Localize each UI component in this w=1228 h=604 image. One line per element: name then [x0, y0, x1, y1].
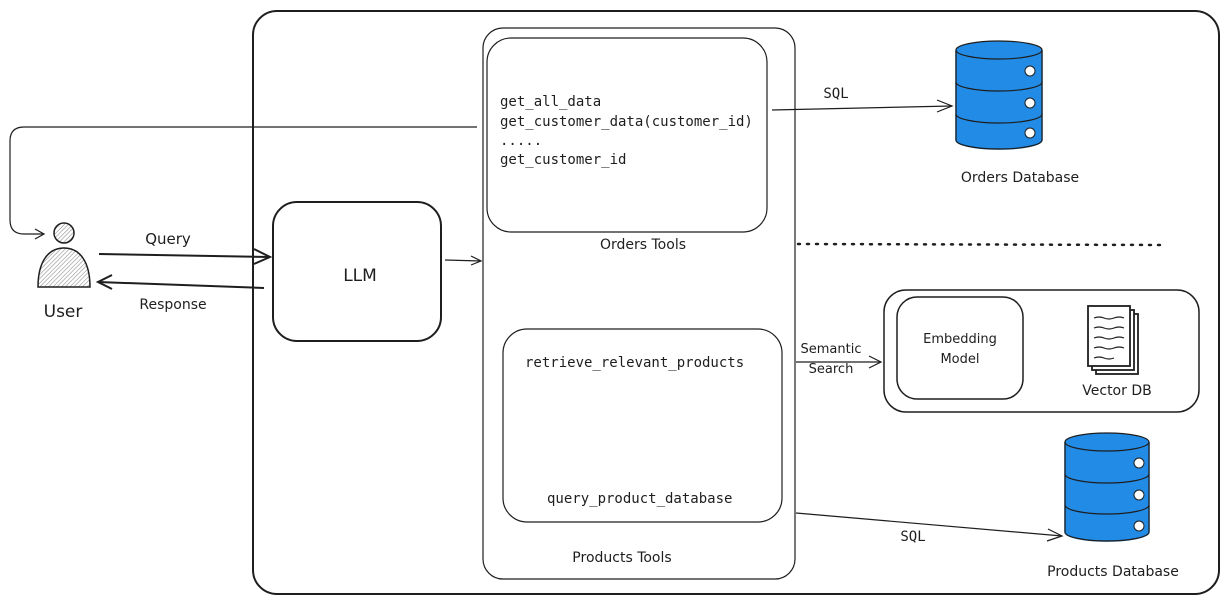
llm-box — [272, 201, 442, 342]
orders-tools-label: Orders Tools — [600, 237, 686, 253]
products-sql-label: SQL — [900, 529, 925, 545]
orders-database-label: Orders Database — [961, 170, 1079, 186]
user-icon — [37, 222, 91, 288]
query-label: Query — [145, 230, 191, 248]
orders-tools-function: ..... — [500, 133, 542, 149]
vector-db-label: Vector DB — [1082, 383, 1151, 399]
orders-tools-box — [486, 37, 768, 233]
llm-to-tools-arrow — [444, 255, 483, 266]
products-tools-box — [502, 328, 783, 523]
vector-store-container — [883, 289, 1200, 413]
separator-dotted-line — [796, 242, 1168, 247]
llm-label: LLM — [343, 266, 377, 286]
database-icon — [1064, 432, 1150, 542]
query-arrow — [98, 248, 273, 265]
orders-tools-function: get_customer_id — [500, 152, 626, 168]
products-tools-label: Products Tools — [572, 550, 671, 566]
tools-container — [482, 27, 796, 580]
document-stack-icon — [1087, 305, 1139, 375]
semantic-search-label: Semantic — [801, 342, 862, 357]
orders-tools-function: get_all_data — [500, 94, 601, 110]
user-label: User — [44, 302, 83, 322]
orders-sql-arrow — [771, 99, 954, 113]
response-arrow — [95, 274, 265, 290]
embedding-model-label: Model — [940, 352, 979, 367]
embedding-model-label: Embedding — [923, 332, 997, 347]
semantic-search-label: Search — [809, 362, 854, 377]
database-icon — [955, 40, 1043, 150]
products-database-label: Products Database — [1047, 564, 1179, 580]
orders-tools-function: get_customer_data(customer_id) — [500, 114, 753, 130]
semantic-search-arrow — [796, 355, 883, 369]
embedding-model-box — [896, 296, 1024, 400]
products-tools-function: retrieve_relevant_products — [525, 355, 744, 371]
system-container — [252, 10, 1220, 595]
products-tools-function: query_product_database — [547, 491, 732, 507]
orders-sql-label: SQL — [823, 86, 848, 102]
products-sql-arrow — [795, 512, 1064, 542]
response-label: Response — [139, 297, 206, 313]
orders-tools-to-user-arrow — [9, 126, 477, 240]
